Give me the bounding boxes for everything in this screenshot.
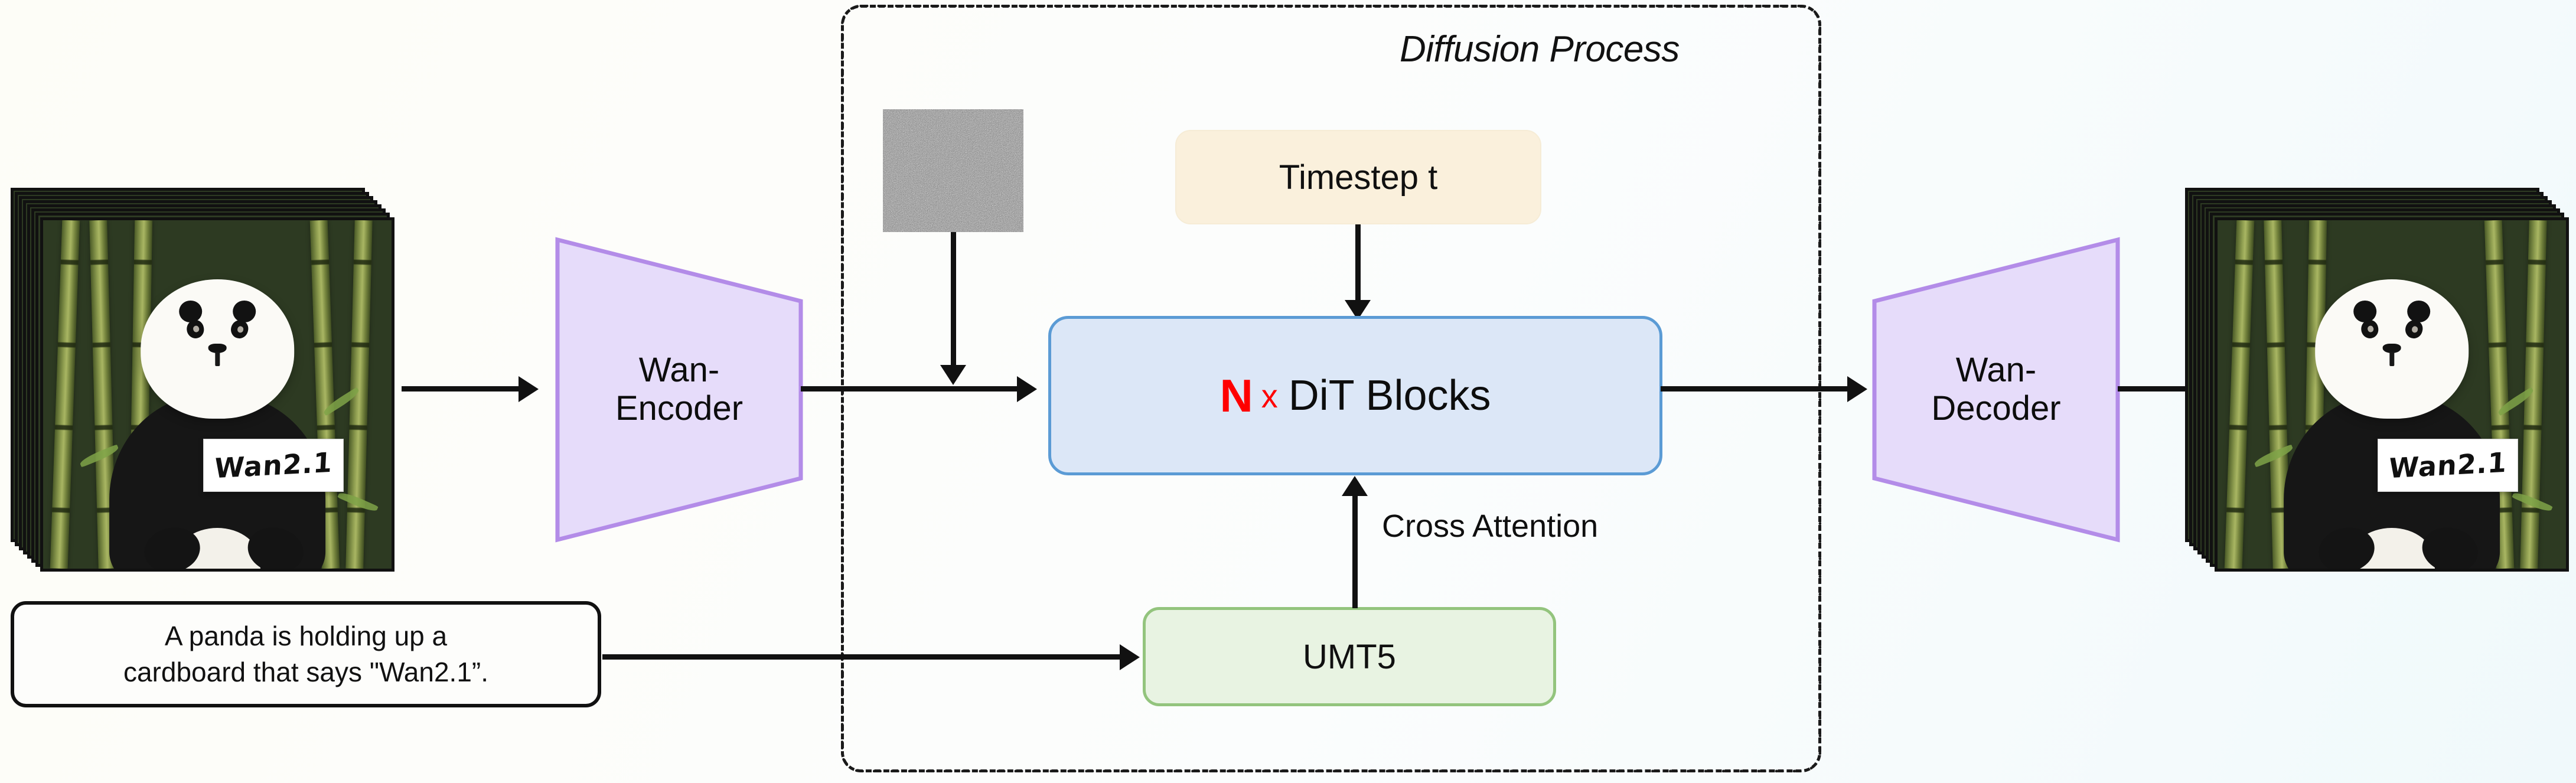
prompt-line-2: cardboard that says "Wan2.1”. <box>123 657 489 687</box>
connector-dit-to-decoder <box>1661 386 1850 392</box>
connector-prompt-to-umt5 <box>602 654 1122 660</box>
diffusion-process-label: Diffusion Process <box>1400 29 1680 70</box>
output-frame-stack: Wan2.1 <box>2185 188 2569 572</box>
panda-photo: Wan2.1 <box>2218 220 2566 569</box>
dit-blocks-box[interactable]: N x DiT Blocks <box>1048 316 1662 475</box>
umt5-label: UMT5 <box>1303 637 1396 676</box>
connector-encoder-to-latent <box>801 386 957 392</box>
timestep-label: Timestep t <box>1279 158 1438 197</box>
input-frame-stack: Wan2.1 <box>11 188 394 572</box>
connector-latent-to-dit <box>953 386 1018 392</box>
arrowhead-noise-to-latent <box>940 365 966 385</box>
connector-timestep-to-dit <box>1355 224 1361 304</box>
cardboard-sign-text: Wan2.1 <box>2388 446 2508 485</box>
connector-frames-to-encoder <box>402 386 520 392</box>
noise-texture <box>883 109 1023 232</box>
arrowhead-dit-to-decoder <box>1847 376 1867 402</box>
arrowhead-frames-to-encoder <box>519 376 539 402</box>
wan-encoder-shape <box>555 237 803 543</box>
arrowhead-prompt-to-umt5 <box>1120 644 1140 670</box>
wan-encoder-block[interactable]: Wan- Encoder <box>555 236 803 543</box>
frame-sheet-front: Wan2.1 <box>2215 217 2569 572</box>
panda-head <box>2315 279 2469 419</box>
dit-n-multiplier: N <box>1219 369 1253 422</box>
frame-sheet-front: Wan2.1 <box>40 217 394 572</box>
connector-umt5-to-dit <box>1352 496 1358 608</box>
cardboard-sign-text: Wan2.1 <box>213 446 334 485</box>
prompt-text-box[interactable]: A panda is holding up a cardboard that s… <box>11 601 601 707</box>
wan-decoder-shape <box>1872 237 2120 543</box>
umt5-box[interactable]: UMT5 <box>1143 607 1556 706</box>
panda-head <box>141 279 294 419</box>
connector-noise-to-latent <box>951 232 956 367</box>
timestep-box[interactable]: Timestep t <box>1175 130 1541 224</box>
gaussian-noise-latent <box>883 109 1023 232</box>
cardboard-sign: Wan2.1 <box>2378 438 2519 492</box>
cardboard-sign: Wan2.1 <box>203 438 344 492</box>
arrowhead-latent-to-dit <box>1017 376 1037 402</box>
cross-attention-label: Cross Attention <box>1382 508 1599 544</box>
connector-decoder-to-frames <box>2118 386 2195 392</box>
prompt-line-1: A panda is holding up a <box>164 621 448 652</box>
dit-blocks-label: DiT Blocks <box>1288 372 1491 419</box>
dit-x-symbol: x <box>1261 377 1278 415</box>
arrowhead-umt5-to-dit <box>1342 476 1368 496</box>
wan-decoder-block[interactable]: Wan- Decoder <box>1872 236 2120 543</box>
panda-photo: Wan2.1 <box>43 220 392 569</box>
